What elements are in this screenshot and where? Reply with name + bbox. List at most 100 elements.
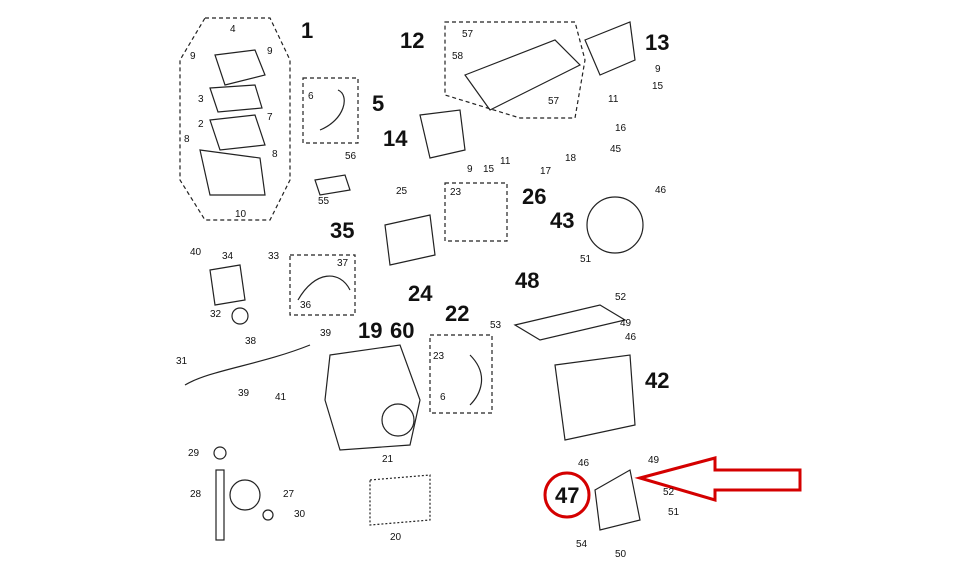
part-46c: 46 [578,458,590,469]
mounts-20 [369,474,431,526]
label-group-47: 47 [555,483,580,508]
group-5-outline [302,77,359,144]
part-57a: 57 [462,29,474,40]
part-37: 37 [337,258,349,269]
part-9b: 9 [267,46,273,57]
pulley-29 [213,446,227,460]
expansion-tank [384,214,436,266]
part-58: 58 [452,51,464,62]
part-50: 50 [615,549,627,560]
group-26-outline [444,182,508,242]
part-45: 45 [610,144,622,155]
bearing-30 [262,509,274,521]
part-25: 25 [396,186,408,197]
part-39a: 39 [320,328,332,339]
o-ring-32 [231,307,249,325]
label-group-48: 48 [515,268,540,293]
hose-22 [469,354,483,406]
bracket-48 [513,304,627,341]
part-40: 40 [190,247,202,258]
part-6a: 6 [308,91,314,102]
part-32: 32 [210,309,222,320]
part-17: 17 [540,166,552,177]
group-35-outline [289,254,356,316]
part-55: 55 [318,196,330,207]
label-group-35: 35 [330,218,355,243]
part-13 [584,21,636,76]
part-16: 16 [615,123,627,134]
part-23a: 23 [450,187,462,198]
group-1-outline [179,17,291,221]
label-group-24: 24 [408,281,433,306]
part-46b: 46 [625,332,637,343]
part-57b: 57 [548,96,560,107]
part-2: 2 [198,119,204,130]
highlight-arrow [634,456,802,503]
part-51a: 51 [580,254,592,265]
part-27: 27 [283,489,295,500]
part-20: 20 [390,532,402,543]
thermostat-housing [209,264,246,306]
part-28: 28 [190,489,202,500]
part-54: 54 [576,539,588,550]
part-7: 7 [267,112,273,123]
part-49b: 49 [648,455,660,466]
part-14 [419,109,466,159]
engine-block [324,344,421,451]
label-group-12: 12 [400,28,425,53]
airbox-frame [199,149,266,196]
radiator-42 [554,354,636,441]
part-51b: 51 [668,507,680,518]
part-6b: 6 [440,392,446,403]
belt-28 [215,469,225,541]
highlight-circle [543,471,591,519]
part-39b: 39 [238,388,250,399]
part-41: 41 [275,392,287,403]
part-53: 53 [490,320,502,331]
part-9c: 9 [655,64,661,75]
part-29: 29 [188,448,200,459]
pulley-27 [229,479,261,511]
part-56: 56 [345,151,357,162]
part-55 [314,174,351,196]
part-33: 33 [268,251,280,262]
part-49a: 49 [620,318,632,329]
part-8a: 8 [184,134,190,145]
part-4: 4 [230,24,236,35]
part-30: 30 [294,509,306,520]
part-3: 3 [198,94,204,105]
part-52b: 52 [663,487,675,498]
part-8b: 8 [272,149,278,160]
part-9d: 9 [467,164,473,175]
part-23b: 23 [433,351,445,362]
hose-38 [184,344,311,386]
part-11a: 11 [608,94,619,105]
part-38: 38 [245,336,257,347]
intake-plenum [464,39,582,111]
label-group-60: 60 [390,318,415,343]
part-15a: 15 [652,81,664,92]
label-group-13: 13 [645,30,670,55]
part-11b: 11 [500,156,511,167]
airbox-base [209,114,266,151]
bracket-47 [594,469,641,531]
part-52a: 52 [615,292,627,303]
hose-6 [319,89,345,131]
label-group-43: 43 [550,208,575,233]
part-10: 10 [235,209,247,220]
part-46a: 46 [655,185,667,196]
hose-36 [297,275,351,301]
label-group-1: 1 [301,18,314,43]
part-15b: 15 [483,164,495,175]
label-group-26: 26 [522,184,547,209]
group-12-outline [444,21,586,119]
part-21: 21 [382,454,394,465]
part-36: 36 [300,300,312,311]
airbox-lid [214,49,266,86]
label-group-22: 22 [445,301,470,326]
group-22-outline [429,334,493,414]
part-9a: 9 [190,51,196,62]
pulley-60 [381,403,415,437]
